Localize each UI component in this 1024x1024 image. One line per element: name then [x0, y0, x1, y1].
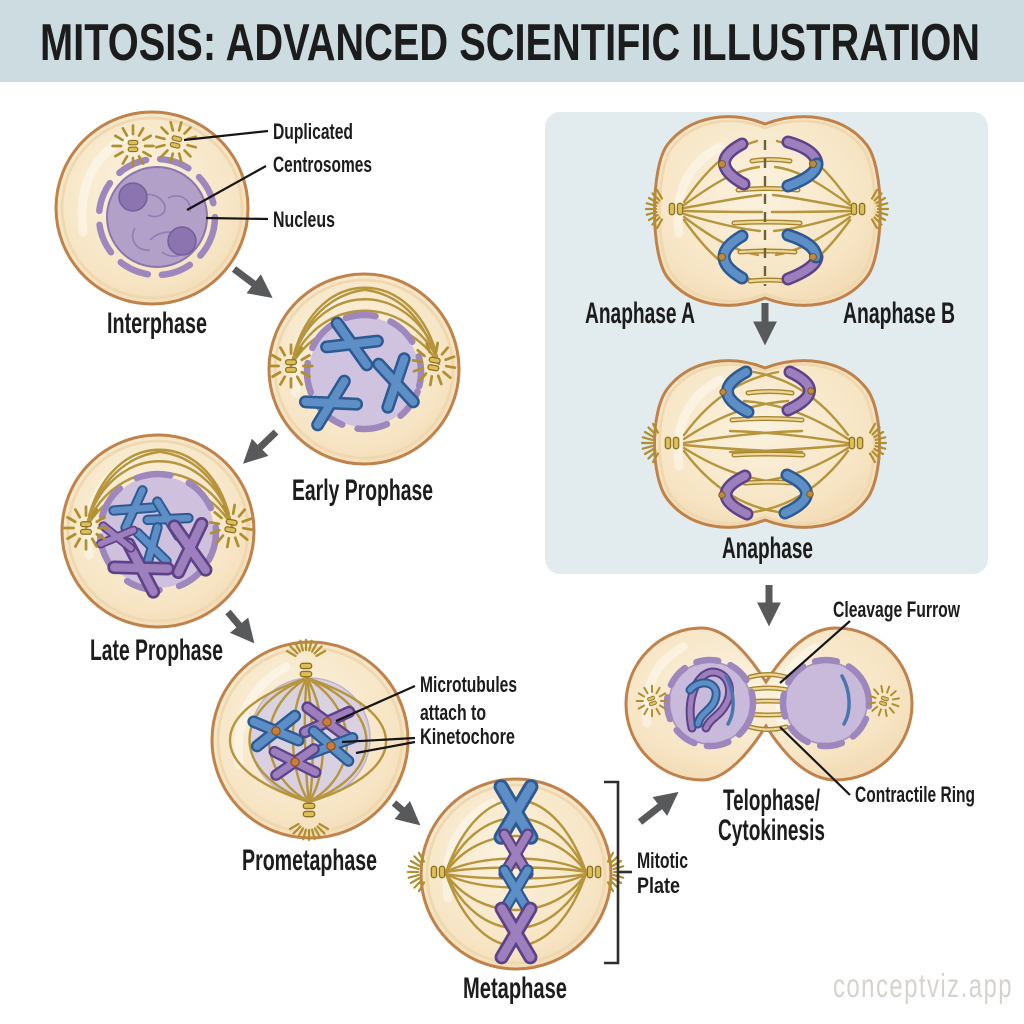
- nucleolus: [118, 182, 148, 212]
- nuclear-envelope: [303, 311, 425, 433]
- early-prophase-cell: [267, 272, 461, 466]
- nucleolus: [167, 226, 197, 256]
- leader-microtubules: [335, 684, 416, 723]
- leader-centrosomes: [186, 165, 267, 211]
- leader-lines: [183, 129, 851, 796]
- kinetochore-dot: [326, 741, 336, 751]
- anaphase-cell: [640, 359, 888, 529]
- stage-label-anaphase-a: Anaphase A: [585, 297, 695, 330]
- stage-label-interphase: Interphase: [107, 307, 207, 340]
- annotation-centrosomes: Centrosomes: [273, 152, 372, 177]
- stage-label-prometaphase: Prometaphase: [242, 844, 377, 877]
- chromosomes: [718, 372, 815, 514]
- stage-label-late-prophase: Late Prophase: [90, 634, 223, 667]
- leader-contractile-ring: [779, 726, 851, 796]
- arrow-metaphase-to-telophase: [637, 791, 679, 825]
- anaphase-ab-cell: [644, 115, 890, 307]
- kinetochore-dot: [718, 160, 726, 168]
- arrow-early-to-late-prophase: [242, 429, 279, 464]
- cell-highlight: [673, 142, 725, 238]
- watermark: conceptviz.app: [833, 967, 1013, 1004]
- page-title: MITOSIS: ADVANCED SCIENTIFIC ILLUSTRATIO…: [40, 14, 980, 72]
- leader-cleavage-furrow: [779, 620, 851, 684]
- kinetochore-dot: [809, 253, 817, 261]
- annotation-cleavage-furrow: Cleavage Furrow: [833, 597, 961, 622]
- kinetochore-dot: [809, 160, 817, 168]
- kinetochore-dot: [807, 387, 815, 395]
- interphase-cell: [54, 110, 250, 306]
- inner-membrane: [60, 116, 244, 300]
- stage-label-anaphase-b: Anaphase B: [843, 297, 955, 330]
- title-banner: [0, 0, 1024, 82]
- mitotic-plate-bracket: [604, 780, 632, 965]
- metaphase-cell: [406, 777, 626, 971]
- cell-highlight: [77, 131, 133, 237]
- arrow-interphase-to-early-prophase: [231, 266, 273, 298]
- annotation-microtubules-line2: attach to: [420, 700, 486, 725]
- inner-membrane: [66, 439, 250, 623]
- late-prophase-cell: [60, 433, 257, 629]
- nuclear-envelope: [95, 155, 219, 279]
- flow-arrows: [225, 266, 781, 826]
- leader-kinetochore-2: [355, 740, 416, 755]
- stage-label-early-prophase: Early Prophase: [292, 474, 433, 507]
- cell-highlight: [233, 662, 291, 770]
- kinetochore-dot: [718, 253, 726, 261]
- kinetochore-dot: [806, 490, 814, 498]
- kinetochore-dot: [290, 757, 300, 767]
- kinetochore-dot: [271, 726, 281, 736]
- leader-kinetochore-1: [341, 736, 416, 744]
- annotation-microtubules-line1: Microtubules: [420, 672, 517, 697]
- inner-membrane: [273, 278, 455, 460]
- prometaphase-cell: [210, 638, 410, 842]
- chromosomes: [254, 708, 353, 776]
- chromosomes: [719, 142, 818, 279]
- stage-label-telophase-line1: Telophase/: [723, 784, 820, 817]
- daughter-nucleus-right: [779, 656, 873, 750]
- stage-label-telophase-line2: Cytokinesis: [718, 814, 825, 847]
- arrow-late-prophase-to-prometaphase: [225, 609, 255, 644]
- cell-highlight: [442, 798, 497, 903]
- stage-label-anaphase: Anaphase: [722, 532, 813, 565]
- annotation-kinetochore: Kinetochore: [420, 724, 515, 749]
- nucleus: [106, 166, 208, 268]
- kinetochore-dot: [719, 388, 727, 396]
- kinetochore-dot: [322, 717, 332, 727]
- inner-membrane: [425, 783, 607, 965]
- daughter-nucleus-left: [663, 656, 843, 750]
- annotation-nucleus: Nucleus: [273, 207, 335, 232]
- annotation-mitotic-plate-line2: Plate: [637, 873, 680, 898]
- arrow-prometaphase-to-metaphase: [391, 800, 421, 826]
- annotation-duplicated: Duplicated: [273, 119, 353, 144]
- kinetochore-dot: [718, 491, 726, 499]
- cell-membrane: [653, 359, 881, 529]
- annotation-mitotic-plate-line1: Mitotic: [637, 848, 688, 873]
- cell-highlight: [673, 375, 725, 471]
- annotation-contractile-ring: Contractile Ring: [855, 782, 975, 807]
- leader-nucleus: [205, 216, 269, 221]
- leader-duplicated-centrosomes: [183, 129, 269, 142]
- stage-label-metaphase: Metaphase: [463, 972, 567, 1005]
